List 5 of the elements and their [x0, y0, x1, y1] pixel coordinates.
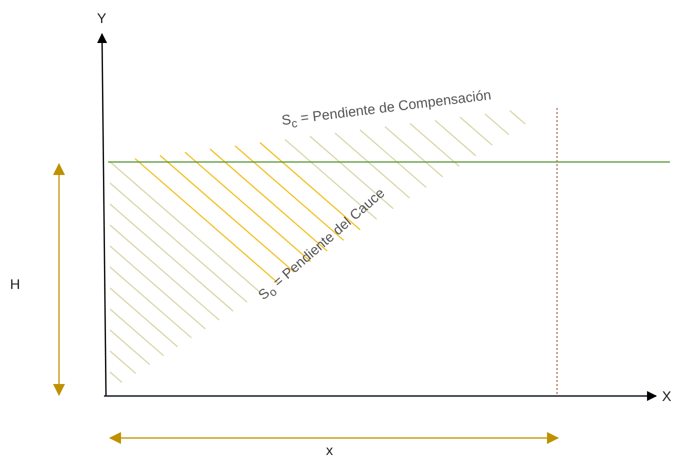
- dimension-label: x: [326, 442, 333, 458]
- axis-label: X: [662, 388, 672, 404]
- slope-label: S$_{c}$ = Pendiente de Compensación: [280, 86, 493, 133]
- dimension-label: H: [10, 276, 20, 292]
- axis-label: Y: [97, 10, 106, 26]
